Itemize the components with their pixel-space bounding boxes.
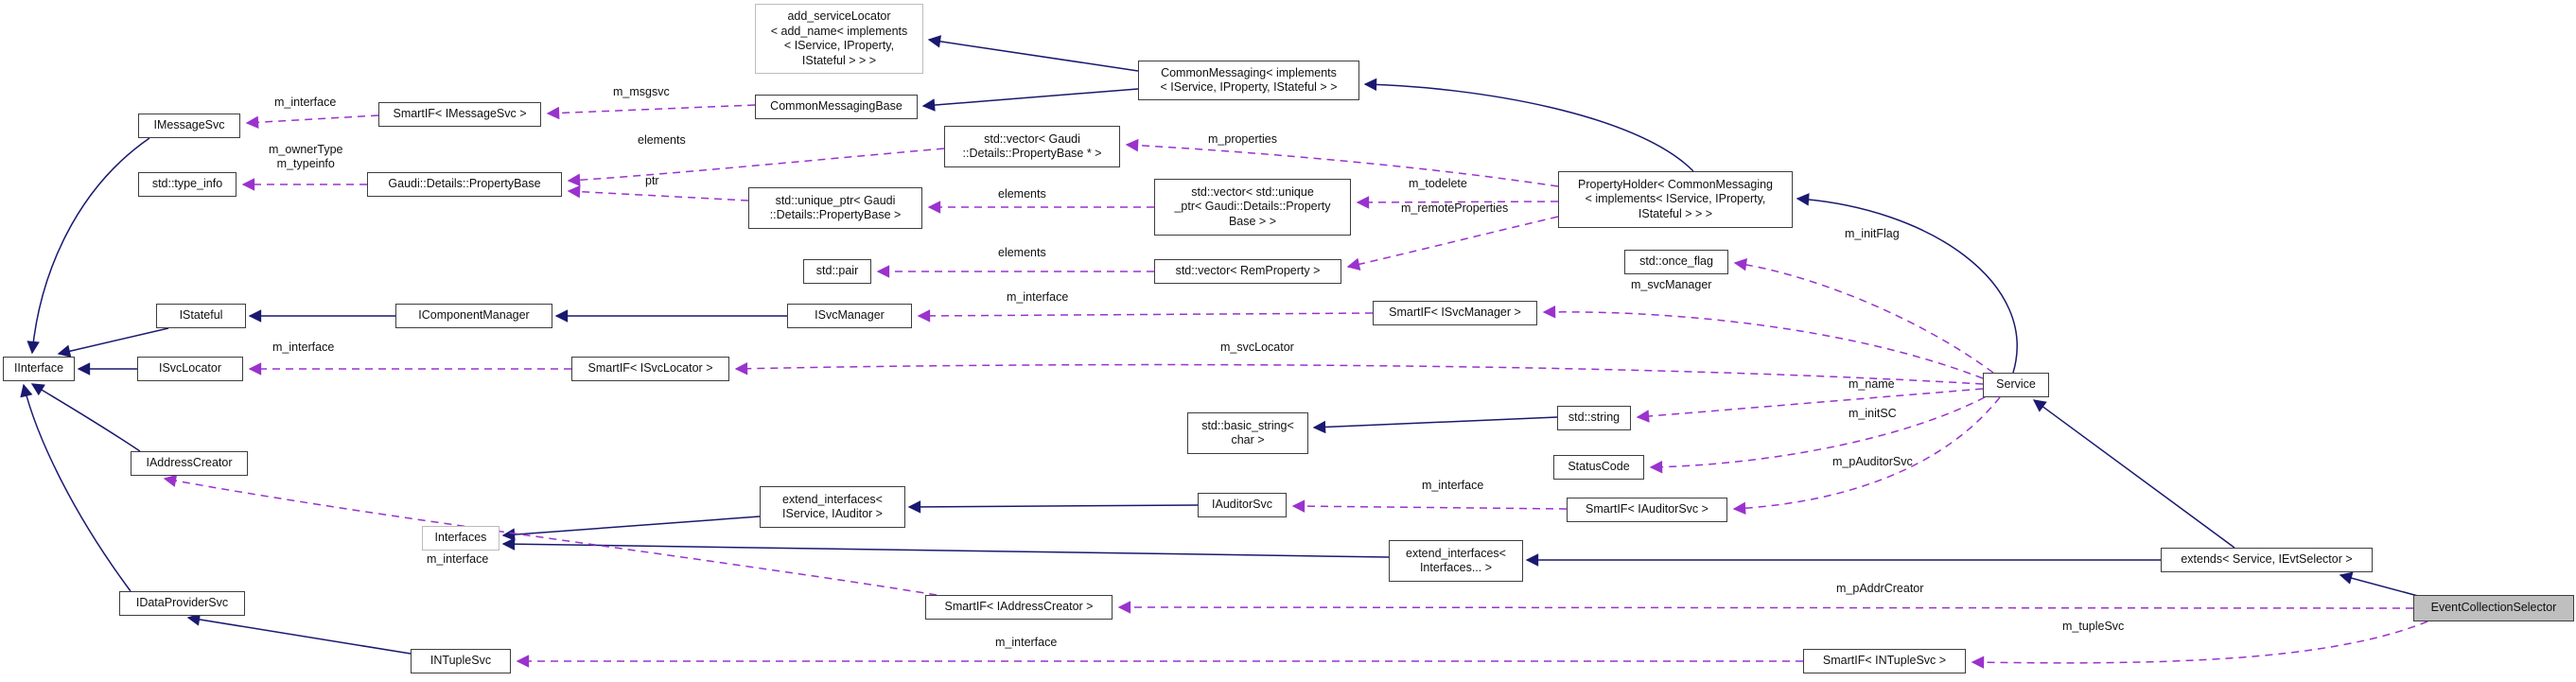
node-istateful[interactable]: IStateful [156,304,246,328]
node-smartif-isvcmanager[interactable]: SmartIF< ISvcManager > [1373,301,1537,325]
edge-propertyholder-to-commonmessaging [1363,78,1694,172]
node-icomponentmanager[interactable]: IComponentManager [395,304,552,328]
node-idataprovidersvc[interactable]: IDataProviderSvc [119,591,245,616]
edge-extend-interfaces-to-interfaces [501,516,761,541]
node-iaddresscreator[interactable]: IAddressCreator [131,451,248,476]
edge-label-m-tuplesvc: m_tupleSvc [2062,620,2125,633]
node-extends-service-ievtselector[interactable]: extends< Service, IEvtSelector > [2161,548,2373,572]
edge-label-m-interface-intuplesvc: m_interface [995,636,1058,649]
edge-service-to-smartif-isvclocator [734,361,1984,385]
edge-commonmessagingbase-to-smartif-imessagesvc [546,104,756,120]
node-common-messaging-base[interactable]: CommonMessagingBase [755,95,918,119]
node-smartif-imessagesvc[interactable]: SmartIF< IMessageSvc > [378,102,541,127]
edge-eventcollectionselector-to-smartif-iaddresscreator [1117,601,2414,614]
edge-service-to-stdstring [1636,388,1984,423]
edge-label-m-remoteproperties: m_remoteProperties [1401,201,1509,215]
node-std-string[interactable]: std::string [1557,406,1631,430]
node-smartif-intuplesvc[interactable]: SmartIF< INTupleSvc > [1803,649,1966,673]
edge-vector-propertybase-to-propertybase [567,148,945,187]
edge-label-elements-vector-uniqueptr: elements [998,187,1046,201]
edge-propertyholder-to-vector-uniqueptr [1356,196,1559,209]
edge-label-m-svclocator: m_svcLocator [1220,341,1294,354]
edge-label-m-interface-auditorsvc: m_interface [1422,479,1484,492]
edge-label-elements-vector-remproperty: elements [998,246,1046,259]
edge-label-ptr: ptr [645,174,659,187]
edge-label-m-interface-svclocator: m_interface [272,341,335,354]
edge-uniqueptr-to-propertybase [567,184,749,201]
node-intuplesvc[interactable]: INTupleSvc [411,649,511,673]
edge-label-m-properties: m_properties [1208,132,1277,146]
edge-eventcollectionselector-to-smartif-intuplesvc [1971,621,2428,669]
edge-smartif-isvcmanager-to-isvcmanager [917,309,1374,323]
edge-service-to-smartif-iauditorsvc [1732,396,2001,516]
usage-edges [163,104,2428,669]
edge-smartif-iaddresscreator-to-iaddresscreator [163,474,938,596]
node-extend-interfaces-iservice-iauditor[interactable]: extend_interfaces< IService, IAuditor > [760,486,905,528]
node-std-once-flag[interactable]: std::once_flag [1624,250,1728,274]
node-imessagesvc[interactable]: IMessageSvc [138,114,240,138]
node-std-type-info[interactable]: std::type_info [138,172,237,197]
node-iauditorsvc[interactable]: IAuditorSvc [1198,493,1287,517]
edge-label-m-interface-msgsvc: m_interface [274,96,337,109]
edge-label-m-initsc: m_initSC [1849,407,1897,420]
edge-commonmessaging-to-add-servicelocator [927,35,1139,72]
edge-stdstring-to-basicstring [1312,416,1558,434]
node-common-messaging[interactable]: CommonMessaging< implements < IService, … [1138,61,1359,100]
edge-label-m-msgsvc: m_msgsvc [613,85,670,98]
edge-service-to-onceflag [1733,258,1994,374]
edge-label-m-ownertype-m-typeinfo: m_ownerType m_typeinfo [269,143,343,170]
edge-eventcollectionselector-to-extends [2339,571,2419,597]
edge-service-to-smartif-isvcmanager [1542,306,1984,379]
node-add-servicelocator[interactable]: add_serviceLocator < add_name< implement… [755,4,923,74]
edge-smartif-imessagesvc-to-imessagesvc [245,114,379,130]
edge-iaddresscreator-to-iinterface [30,383,141,452]
node-isvclocator[interactable]: ISvcLocator [137,357,243,381]
edge-service-to-statuscode [1649,396,1986,474]
edge-label-m-initflag: m_initFlag [1845,227,1900,240]
inheritance-edges [20,35,2419,655]
node-vector-remproperty[interactable]: std::vector< RemProperty > [1154,259,1341,284]
node-unique-ptr-propertybase[interactable]: std::unique_ptr< Gaudi ::Details::Proper… [748,187,922,229]
node-std-basic-string[interactable]: std::basic_string< char > [1187,412,1308,454]
node-vector-propertybase-ptr[interactable]: std::vector< Gaudi ::Details::PropertyBa… [944,126,1120,167]
node-statuscode[interactable]: StatusCode [1553,455,1644,480]
edge-extend-interfaces-variadic-to-interfaces [501,537,1390,558]
edge-label-m-paddrcreator: m_pAddrCreator [1836,582,1924,595]
edge-extends-to-service [2032,399,2235,549]
edge-label-m-pauditorsvc: m_pAuditorSvc [1832,455,1913,468]
node-service[interactable]: Service [1983,373,2049,397]
edge-label-elements-vector-propertybase: elements [638,133,686,147]
edge-istateful-to-iinterface [57,327,169,358]
edge-iauditorsvc-to-extend-interfaces [907,500,1199,514]
edge-propertyholder-to-vector-propertybase [1125,138,1559,187]
edge-idataprovidersvc-to-iinterface [20,383,131,592]
node-smartif-iaddresscreator[interactable]: SmartIF< IAddressCreator > [925,595,1113,620]
edge-label-m-interface-addresscreator: m_interface [427,552,489,566]
edge-label-m-interface-svcmanager: m_interface [1007,290,1069,304]
node-eventcollectionselector[interactable]: EventCollectionSelector [2413,595,2574,621]
node-vector-unique-ptr[interactable]: std::vector< std::unique _ptr< Gaudi::De… [1154,179,1351,236]
node-smartif-isvclocator[interactable]: SmartIF< ISvcLocator > [571,357,729,381]
edge-service-to-propertyholder [1796,193,2018,374]
node-interfaces[interactable]: Interfaces [422,526,499,551]
node-std-pair[interactable]: std::pair [803,259,871,284]
edge-imessagesvc-to-iinterface [26,137,150,355]
edge-commonmessaging-to-commonmessagingbase [921,88,1139,112]
edge-label-m-svcmanager: m_svcManager [1631,278,1712,291]
edge-propertyholder-to-vector-remproperty [1346,216,1559,271]
node-gaudi-details-propertybase[interactable]: Gaudi::Details::PropertyBase [367,172,562,197]
edge-label-m-todelete: m_todelete [1409,177,1467,190]
node-property-holder[interactable]: PropertyHolder< CommonMessaging < implem… [1558,171,1793,228]
edge-smartif-iauditorsvc-to-iauditorsvc [1291,499,1568,513]
node-smartif-iauditorsvc[interactable]: SmartIF< IAuditorSvc > [1567,498,1727,522]
edge-intuplesvc-to-idataprovidersvc [186,613,412,655]
edge-label-m-name: m_name [1849,377,1895,391]
node-isvcmanager[interactable]: ISvcManager [787,304,912,328]
node-extend-interfaces-variadic[interactable]: extend_interfaces< Interfaces... > [1389,540,1523,582]
node-iinterface[interactable]: IInterface [3,357,75,381]
